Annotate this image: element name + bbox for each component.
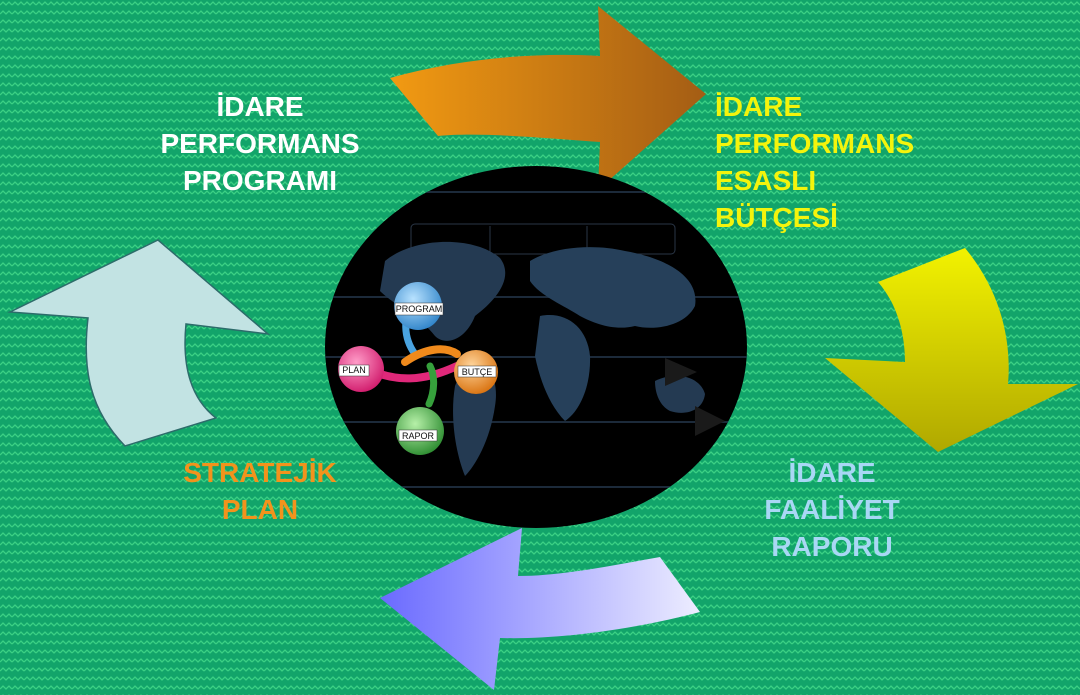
node-label-program: PROGRAM	[396, 304, 443, 314]
label-idare-performans-esasli-butcesi: İDARE PERFORMANS ESASLI BÜTÇESİ	[715, 88, 975, 236]
label-idare-performans-programi: İDARE PERFORMANS PROGRAMI	[130, 88, 390, 199]
label-line: FAALİYET	[764, 494, 900, 525]
arrow-right-icon	[825, 248, 1078, 452]
label-line: İDARE	[715, 91, 803, 122]
label-idare-faaliyet-raporu: İDARE FAALİYET RAPORU	[722, 454, 942, 565]
node-label-rapor: RAPOR	[402, 431, 435, 441]
label-line: PLAN	[221, 494, 299, 525]
cycle-node-rapor: RAPOR	[396, 407, 444, 455]
label-line: PROGRAMI	[183, 165, 337, 196]
cycle-node-program: PROGRAM	[394, 282, 444, 330]
label-line: STRATEJİK	[183, 457, 337, 488]
label-line: RAPORU	[771, 531, 893, 562]
cycle-node-plan: PLAN	[338, 346, 384, 392]
node-label-plan: PLAN	[342, 365, 366, 375]
cycle-node-butce: BUTÇE	[454, 350, 498, 394]
label-line: BÜTÇESİ	[715, 202, 838, 233]
globe-disc	[325, 166, 747, 528]
label-line: İDARE	[216, 91, 304, 122]
label-line: İDARE	[788, 457, 876, 488]
label-stratejik-plan: STRATEJİK PLAN	[140, 454, 380, 528]
node-label-butce: BUTÇE	[462, 367, 493, 377]
central-globe: PROGRAM PLAN BUTÇE RAPOR	[325, 166, 747, 528]
label-line: PERFORMANS	[160, 128, 360, 159]
label-line: PERFORMANS	[715, 128, 915, 159]
arrow-top-icon	[390, 6, 706, 190]
arrow-left-icon	[7, 239, 271, 447]
label-line: ESASLI	[715, 165, 817, 196]
arrow-bottom-icon	[380, 528, 700, 690]
